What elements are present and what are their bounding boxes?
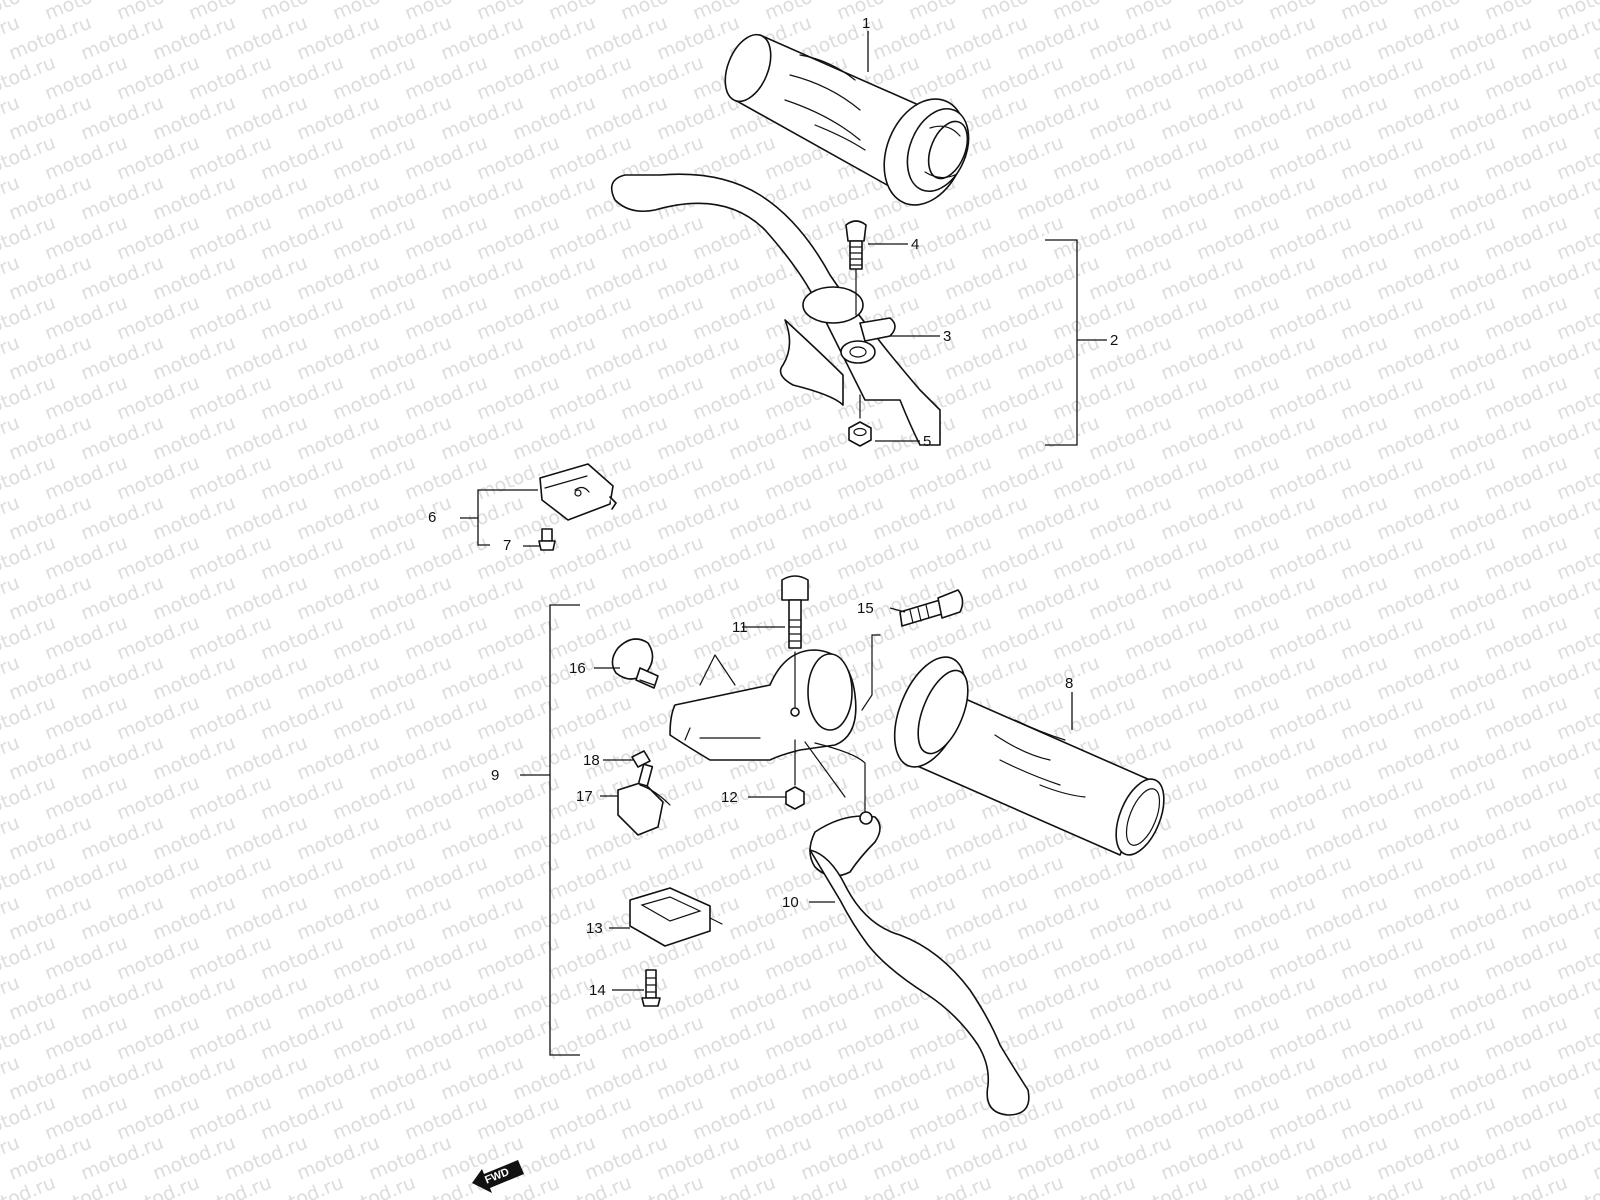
callout-15: 15 bbox=[857, 600, 874, 617]
callout-9: 9 bbox=[491, 767, 499, 784]
part-9-lever-holder bbox=[669, 634, 881, 824]
callout-4: 4 bbox=[911, 236, 919, 253]
callout-17: 17 bbox=[576, 788, 593, 805]
part-16-adjuster bbox=[611, 638, 659, 689]
callout-3: 3 bbox=[943, 328, 951, 345]
callout-16: 16 bbox=[569, 660, 586, 677]
callout-18: 18 bbox=[583, 752, 600, 769]
part-8-grip bbox=[893, 656, 1165, 856]
callout-14: 14 bbox=[589, 982, 606, 999]
callout-13: 13 bbox=[586, 920, 603, 937]
part-13-switch bbox=[629, 887, 723, 947]
callout-10: 10 bbox=[782, 894, 799, 911]
part-15-bolt bbox=[899, 589, 964, 627]
part-10-clutch-lever bbox=[809, 811, 1030, 1116]
part-1-throttle-grip bbox=[724, 33, 970, 206]
part-17-clip bbox=[617, 781, 671, 836]
callout-11: 11 bbox=[732, 619, 748, 636]
callouts: 1 2 3 4 5 6 7 8 9 10 11 12 13 14 15 16 1… bbox=[428, 15, 1118, 999]
part-7-screw bbox=[538, 528, 556, 551]
callout-7: 7 bbox=[503, 537, 511, 554]
leader-lines bbox=[460, 31, 1107, 1056]
part-2-brake-lever-assembly bbox=[610, 173, 941, 447]
part-14-screw bbox=[641, 969, 661, 1007]
callout-8: 8 bbox=[1065, 675, 1073, 692]
part-12-nut bbox=[785, 786, 805, 810]
part-11-bolt bbox=[781, 575, 809, 649]
part-6-bracket bbox=[539, 463, 617, 521]
callout-5: 5 bbox=[923, 433, 931, 450]
callout-6: 6 bbox=[428, 509, 436, 526]
part-18-screw bbox=[631, 750, 654, 787]
callout-2: 2 bbox=[1110, 332, 1118, 349]
callout-12: 12 bbox=[721, 789, 738, 806]
callout-1: 1 bbox=[862, 15, 870, 32]
